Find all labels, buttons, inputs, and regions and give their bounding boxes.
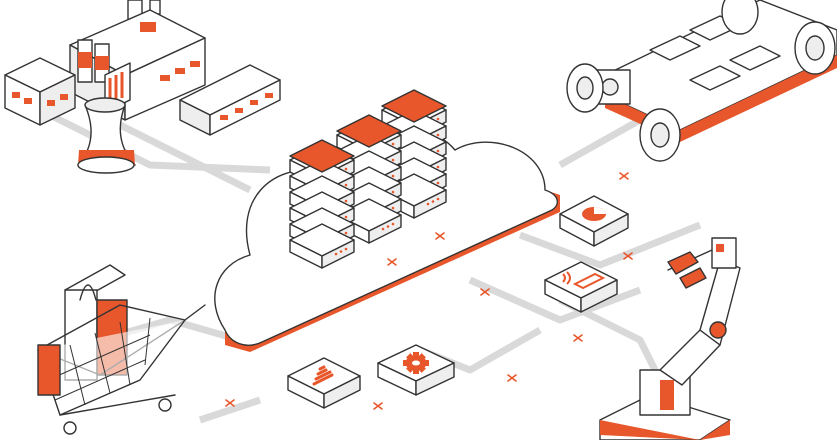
- bar-chart-tile-icon: [287, 357, 361, 409]
- shopping-cart-icon: [37, 264, 206, 435]
- server-rack-icon: [289, 89, 447, 269]
- pie-chart-tile-icon: [559, 195, 629, 247]
- wireless-card-tile-icon: [544, 261, 618, 313]
- robotic-arm-icon: [599, 237, 741, 440]
- gear-tile-icon: [377, 344, 455, 396]
- factory-icon: [4, 0, 281, 174]
- electric-vehicle-chassis-icon: [566, 0, 837, 162]
